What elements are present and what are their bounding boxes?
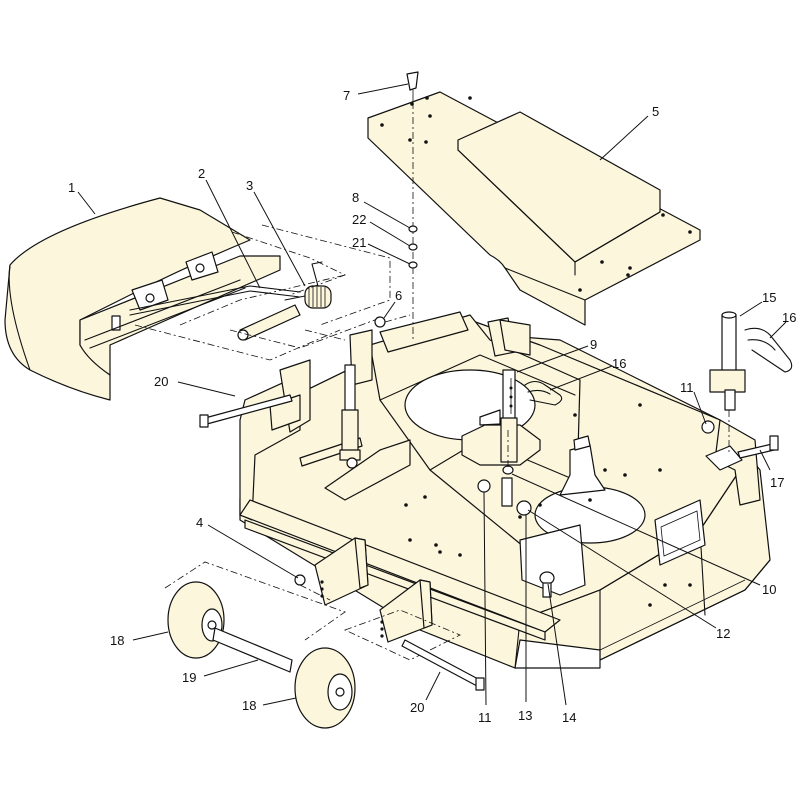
- callout-16-right: 16: [782, 310, 796, 325]
- bolt-20-lower: [401, 639, 485, 691]
- callout-9: 9: [590, 337, 597, 352]
- callout-13: 13: [518, 708, 532, 723]
- bolt-20-upper: [199, 394, 293, 428]
- belt-cover: [367, 91, 701, 326]
- callout-10: 10: [762, 582, 776, 597]
- height-adjuster-left: [299, 364, 411, 501]
- callout-labels: 1 2 3 4 5 6 7 8 22 21 9 10 11 11 12 13 1…: [68, 88, 796, 725]
- callout-7: 7: [343, 88, 350, 103]
- callout-15: 15: [762, 290, 776, 305]
- callout-20-lower: 20: [410, 700, 424, 715]
- callout-5: 5: [652, 104, 659, 119]
- callout-16-center: 16: [612, 356, 626, 371]
- nut-6: [374, 314, 411, 328]
- height-pin-9: [500, 369, 518, 463]
- callout-20-upper: 20: [154, 374, 168, 389]
- leader-lines: [77, 83, 787, 706]
- callout-18-lower: 18: [242, 698, 256, 713]
- callout-1: 1: [68, 180, 75, 195]
- callout-3: 3: [246, 178, 253, 193]
- callout-18-upper: 18: [110, 633, 124, 648]
- callout-17: 17: [770, 475, 784, 490]
- nut-11-right: [701, 420, 715, 434]
- height-pin-15: [709, 311, 746, 455]
- wheel-18-upper: [167, 581, 225, 659]
- bolt-17: [737, 435, 779, 459]
- callout-21: 21: [352, 235, 366, 250]
- hairpin-clip-16b: [744, 327, 793, 373]
- callout-11-right: 11: [680, 380, 694, 395]
- callout-4: 4: [196, 515, 203, 530]
- pivot-hardware: [477, 430, 555, 585]
- axle-19: [212, 627, 293, 673]
- callout-8: 8: [352, 190, 359, 205]
- callout-11-bottom: 11: [478, 710, 492, 725]
- center-hardware-stack: [408, 102, 418, 340]
- assembly-lines-wheels: [164, 561, 461, 661]
- assembly-lines-chute: [134, 224, 391, 361]
- callout-12: 12: [716, 626, 730, 641]
- callout-6: 6: [395, 288, 402, 303]
- front-axle-bracket: [239, 499, 561, 643]
- wheel-18-lower: [294, 647, 356, 729]
- bolt-14: [542, 582, 552, 598]
- torsion-spring: [284, 261, 332, 309]
- callout-2: 2: [198, 166, 205, 181]
- callout-19: 19: [182, 670, 196, 685]
- hairpin-clip-16a: [524, 380, 563, 406]
- nut-4: [294, 574, 306, 586]
- callout-14: 14: [562, 710, 576, 725]
- knob-7: [406, 71, 419, 102]
- discharge-chute: [4, 197, 281, 401]
- callout-22: 22: [352, 212, 366, 227]
